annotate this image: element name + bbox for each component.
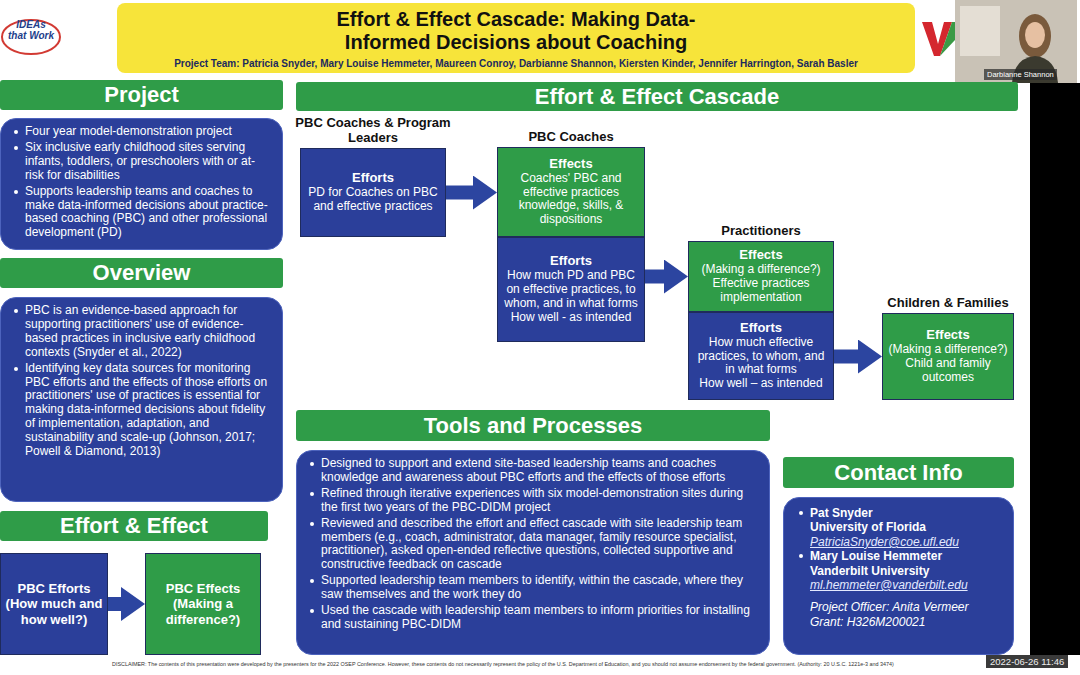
header-text: Effort & Effect Cascade <box>535 84 780 110</box>
box-text: Effective practices implementation <box>693 277 829 305</box>
bullet-text: PBC is an evidence-based approach for su… <box>13 304 272 360</box>
box-text: Coaches' PBC and effective practices kno… <box>502 172 640 227</box>
box-text: Grant: H326M200021 <box>798 615 1003 629</box>
effort-box: EffortsHow much effective practices, to … <box>688 312 834 400</box>
side-bar <box>1030 83 1080 655</box>
bullet-text: Four year model-demonstration project <box>13 125 272 139</box>
box-text: Child and family outcomes <box>887 357 1009 385</box>
bullet-text: Refined through iterative experiences wi… <box>309 487 759 515</box>
logo-mark <box>940 22 955 56</box>
column-heading: PBC Coaches <box>490 130 652 145</box>
section-header: Tools and Processes <box>296 410 770 441</box>
bullet-text: Reviewed and described the effort and ef… <box>309 517 759 573</box>
bullet-text: Used the cascade with leadership team me… <box>309 604 759 632</box>
box-heading: Effects <box>739 248 782 263</box>
effect-box: Children & FamiliesEffects(Making a diff… <box>882 313 1014 400</box>
box-text: PBC Effects (Making a difference?) <box>150 581 256 628</box>
column-heading: Practitioners <box>681 224 841 239</box>
logo-text: IDEAs that Work <box>6 20 56 41</box>
section-header: Project <box>0 80 283 110</box>
bullet-text: Identifying key data sources for monitor… <box>13 362 272 459</box>
video-wall <box>960 6 1000 56</box>
column-heading: PBC Coaches & Program Leaders <box>293 116 453 146</box>
team-text: Project Team: Patricia Snyder, Mary Loui… <box>174 58 858 69</box>
header-text: Overview <box>93 260 191 286</box>
header-text: Contact Info <box>834 460 962 486</box>
title-text: Effort & Effect Cascade: Making Data-Inf… <box>216 8 816 54</box>
column-heading: Children & Families <box>875 296 1021 311</box>
bullet-box: PBC is an evidence-based approach for su… <box>0 297 283 502</box>
contact-box: Pat SnyderUniversity of FloridaPatriciaS… <box>783 497 1014 655</box>
section-header: Effort & Effect Cascade <box>296 82 1018 111</box>
block-arrow <box>446 186 497 200</box>
box-text: PatriciaSnyder@coe.ufl.edu <box>798 535 1003 549</box>
bullet-text: Supported leadership team members to ide… <box>309 574 759 602</box>
box-text: Pat Snyder <box>798 506 1003 520</box>
box-text: Project Officer: Anita Vermeer <box>798 600 1003 614</box>
box-text: How much effective practices, to whom, a… <box>693 336 829 377</box>
section-header: Contact Info <box>783 457 1014 488</box>
header-text: Tools and Processes <box>424 413 642 439</box>
box-text: How well – as intended <box>699 377 822 391</box>
bullet-text: Supports leadership teams and coaches to… <box>13 185 272 241</box>
box-text: Mary Louise Hemmeter <box>798 549 1003 563</box>
timestamp: 2022-06-26 11:46 <box>986 655 1068 668</box>
section-header: Effort & Effect <box>0 511 268 541</box>
box-heading: Efforts <box>352 171 394 186</box>
bullet-box: Designed to support and extend site-base… <box>296 450 770 655</box>
effort-box: PBC Coaches & Program LeadersEffortsPD f… <box>300 148 446 237</box>
header-text: Project <box>104 82 179 108</box>
title-banner: Effort & Effect Cascade: Making Data-Inf… <box>117 3 915 73</box>
box-text: How much PD and PBC on effective practic… <box>502 269 640 310</box>
header-text: Effort & Effect <box>60 513 208 539</box>
box-heading: Effects <box>549 157 592 172</box>
effort-box: EffortsHow much PD and PBC on effective … <box>497 237 645 342</box>
box-text: (Making a difference?) <box>888 343 1007 357</box>
effect-box: PBC CoachesEffectsCoaches' PBC and effec… <box>497 147 645 237</box>
video-name: Darbianne Shannon <box>984 69 1057 80</box>
block-arrow <box>834 350 882 364</box>
bullet-text: Designed to support and extend site-base… <box>309 457 759 485</box>
block-arrow <box>108 597 145 611</box>
bullet-box: Four year model-demonstration projectSix… <box>0 118 283 250</box>
disclaimer-note: DISCLAIMER: The contents of this present… <box>112 661 894 667</box>
box-heading: Effects <box>926 328 969 343</box>
logo-swoosh <box>2 20 60 54</box>
box-text: PBC Efforts (How much and how well?) <box>5 581 103 628</box>
effect-box: PBC Effects (Making a difference?) <box>145 553 261 655</box>
effect-box: PractitionersEffects(Making a difference… <box>688 241 834 312</box>
box-heading: Efforts <box>740 321 782 336</box>
box-text: ml.hemmeter@vanderbilt.edu <box>798 578 1003 592</box>
video-panel <box>955 0 1077 83</box>
box-heading: Efforts <box>550 254 592 269</box>
box-text: PD for Coaches on PBC and effective prac… <box>305 186 441 214</box>
box-text: University of Florida <box>798 520 1003 534</box>
box-text: (Making a difference?) <box>701 263 820 277</box>
box-text: Vanderbilt University <box>798 564 1003 578</box>
video-person <box>1019 14 1051 58</box>
effort-box: PBC Efforts (How much and how well?) <box>0 553 108 655</box>
video-person <box>1025 22 1045 48</box>
box-text: How well - as intended <box>511 311 632 325</box>
section-header: Overview <box>0 258 283 288</box>
bullet-text: Six inclusive early childhood sites serv… <box>13 141 272 183</box>
block-arrow <box>645 270 688 284</box>
